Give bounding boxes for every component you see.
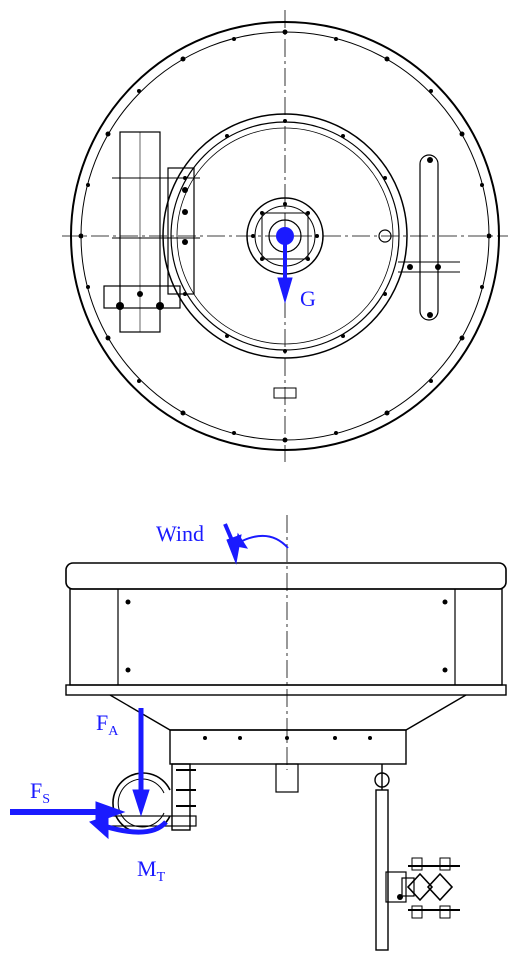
- wind-label: Wind: [156, 521, 204, 546]
- side-force-label: FS: [30, 778, 50, 807]
- side-force-symbol: F: [30, 778, 42, 803]
- gravity-arrow: [277, 232, 293, 304]
- torque-symbol: M: [137, 856, 157, 881]
- wind-angle-arc: [241, 534, 289, 549]
- axial-force-symbol: F: [96, 710, 108, 735]
- right-pole-bracket: [378, 154, 460, 321]
- reflector-funnel: [109, 694, 467, 731]
- rim-bolts: [78, 29, 492, 443]
- side-force-subscript: S: [42, 792, 50, 807]
- drain-plate: [273, 387, 297, 399]
- reflector-bottom: [169, 729, 407, 765]
- right-pole-clamp: [374, 764, 460, 951]
- radome-cap: [65, 562, 507, 590]
- left-pole-bracket: [103, 131, 200, 333]
- axial-force-label: FA: [96, 710, 119, 739]
- radome-body: [69, 588, 503, 686]
- torque-arrow: [89, 815, 168, 840]
- torque-label: MT: [137, 856, 166, 885]
- axial-force-subscript: A: [108, 724, 119, 739]
- bottom-screws: [203, 736, 372, 740]
- torque-subscript: T: [157, 870, 166, 885]
- side-view: Wind FA FS MT: [10, 515, 507, 951]
- top-view: G: [62, 10, 508, 462]
- base-plate: [65, 684, 507, 696]
- wind-angle-arrowhead: [235, 532, 249, 549]
- left-mount-bracket: [99, 763, 197, 834]
- body-screws: [125, 599, 448, 673]
- side-force-arrow: [10, 801, 126, 823]
- gravity-label: G: [300, 286, 316, 311]
- axial-force-arrow: [132, 708, 150, 817]
- feed-stub: [275, 763, 299, 793]
